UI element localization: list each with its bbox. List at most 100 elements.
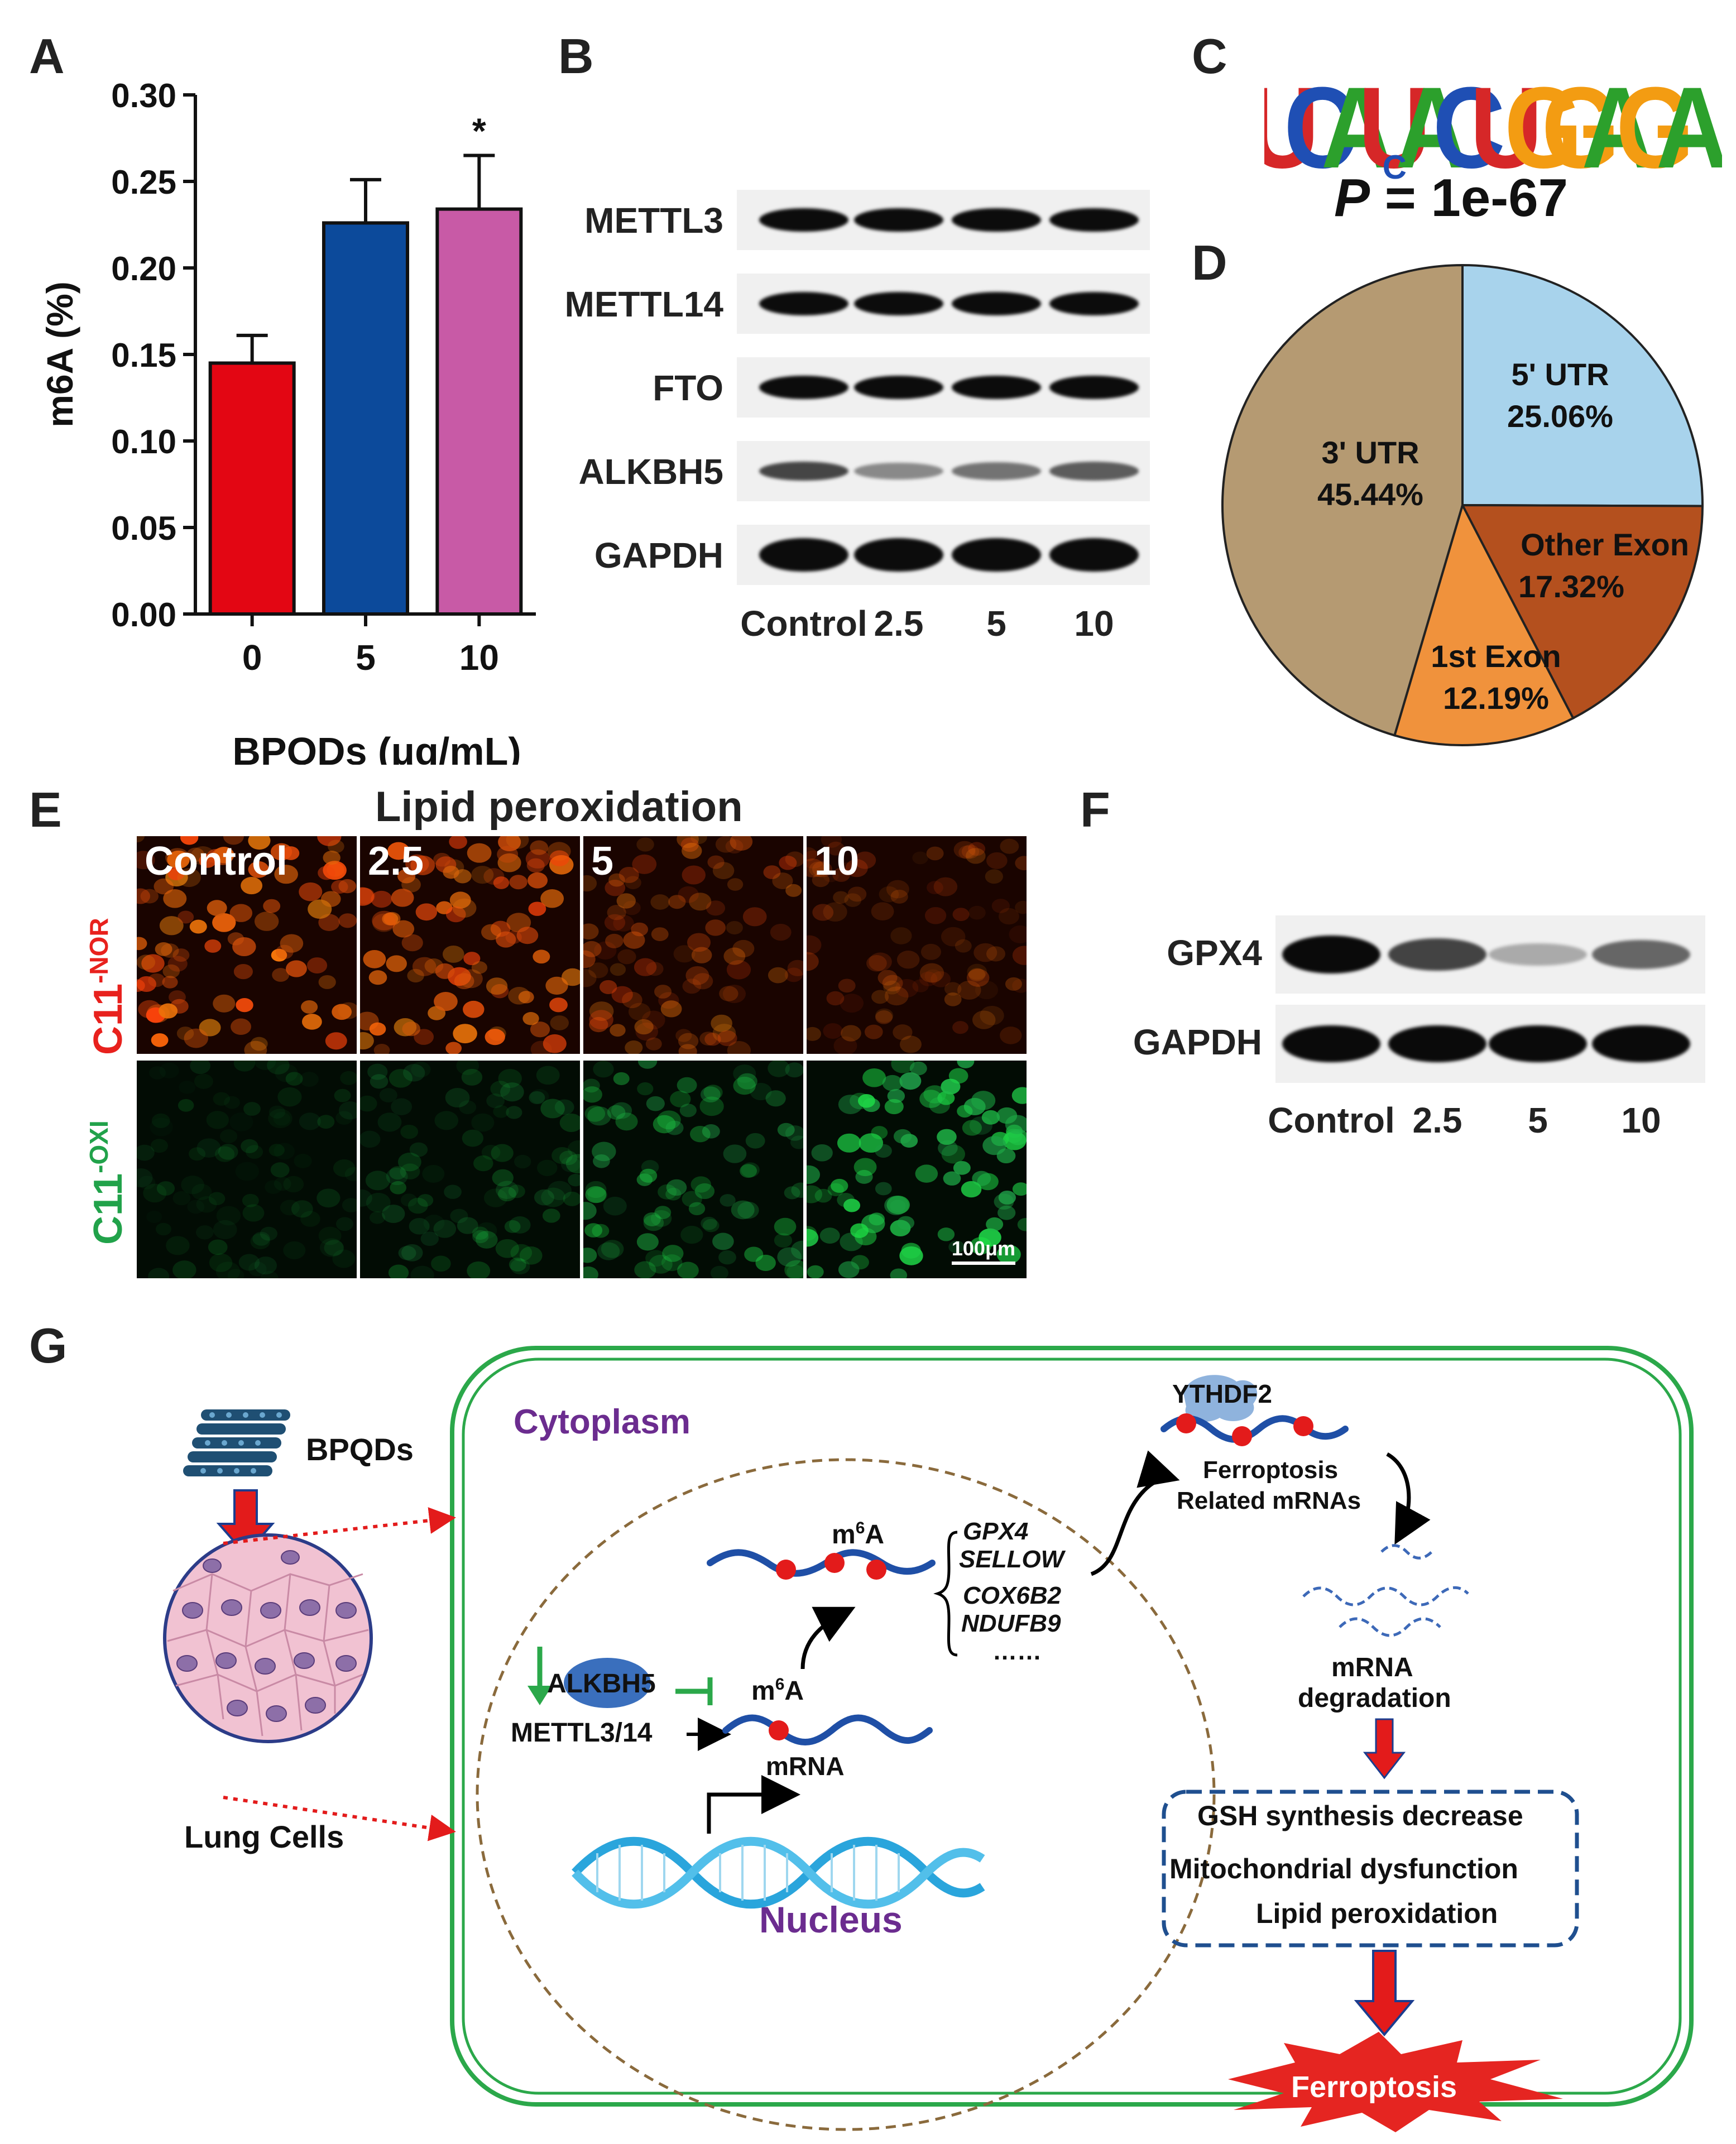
pie-slice — [1461, 263, 1704, 507]
cell — [717, 1030, 737, 1047]
pie-slice-label: 5' UTR — [1511, 357, 1609, 392]
cell — [722, 985, 746, 1004]
cell — [332, 1004, 352, 1020]
cell — [680, 1225, 703, 1244]
cell — [737, 1073, 757, 1090]
cell — [1012, 946, 1027, 965]
cell — [807, 1027, 821, 1041]
cell — [875, 1010, 893, 1024]
cell — [547, 842, 571, 861]
cell — [819, 1227, 840, 1244]
cell — [875, 1144, 892, 1158]
cell — [668, 895, 686, 909]
cell — [603, 1196, 627, 1216]
cell — [634, 958, 657, 976]
cell — [791, 1182, 803, 1198]
cell — [508, 1184, 525, 1198]
cell — [526, 858, 545, 873]
cell — [1000, 1027, 1022, 1044]
cell — [410, 1265, 434, 1278]
scale-bar-text: 100μm — [951, 1237, 1015, 1260]
cell — [618, 866, 639, 883]
cell — [254, 1061, 276, 1071]
blot-band — [952, 292, 1041, 315]
cell — [855, 1169, 873, 1184]
y-tick-label: 0.20 — [111, 250, 176, 287]
cell — [777, 1247, 802, 1267]
cell — [471, 866, 494, 884]
lane-label: Control — [145, 839, 287, 884]
mrna-degradation-line2: degradation — [1298, 1683, 1451, 1713]
cell — [919, 963, 944, 983]
cell — [137, 955, 156, 970]
cell — [847, 886, 867, 902]
cell — [387, 842, 410, 860]
lane-label: 5 — [986, 603, 1006, 644]
cell — [242, 1204, 265, 1222]
cell — [497, 853, 521, 872]
cell — [344, 1167, 357, 1182]
cell — [159, 1062, 179, 1079]
cell — [610, 963, 626, 976]
cell — [723, 947, 746, 965]
cell — [912, 851, 928, 865]
logo-letter: G — [1616, 84, 1694, 193]
cell — [360, 1189, 372, 1207]
cytoplasm-label: Cytoplasm — [514, 1403, 690, 1441]
gene-more: …… — [992, 1638, 1042, 1665]
cell — [151, 1033, 169, 1047]
cell — [450, 1208, 468, 1224]
cell — [601, 1240, 624, 1258]
cell — [229, 1112, 253, 1131]
cell — [379, 1088, 397, 1102]
cell — [231, 1018, 251, 1035]
cell — [937, 1091, 955, 1105]
cell — [811, 1144, 833, 1162]
protein-label: METTL3 — [584, 200, 723, 241]
y-tick-label: 0.30 — [111, 77, 176, 114]
cell — [643, 1212, 661, 1226]
lung-cells-label: Lung Cells — [184, 1819, 344, 1854]
cell — [216, 1206, 241, 1226]
cell — [737, 1201, 759, 1219]
c11-nor-label: C11-NOR — [84, 918, 131, 1055]
blot-band — [759, 292, 848, 315]
cell — [299, 1112, 321, 1130]
cell — [204, 939, 222, 953]
cell — [176, 1027, 194, 1040]
panel-letter-d: D — [1192, 235, 1227, 290]
cell — [807, 1226, 817, 1241]
cell — [690, 1125, 711, 1143]
cell — [744, 1246, 764, 1262]
gene-cox6b2: COX6B2 — [963, 1582, 1062, 1609]
cell — [884, 1099, 904, 1115]
cell — [726, 921, 743, 935]
x-tick-label: 0 — [242, 637, 262, 678]
cell — [927, 881, 943, 895]
cell — [837, 1133, 861, 1153]
cell — [327, 840, 344, 853]
cell — [699, 1032, 717, 1046]
lane-label: Control — [1268, 1100, 1395, 1140]
cell — [402, 1021, 420, 1037]
cell — [837, 1193, 855, 1207]
cell — [785, 1062, 803, 1078]
pie-slice — [1460, 503, 1704, 720]
protein-label: GAPDH — [594, 535, 723, 575]
cell — [666, 1179, 687, 1196]
logo-letter-small: C — [1383, 148, 1407, 186]
cell — [218, 1144, 238, 1160]
cell — [280, 1200, 300, 1216]
p-value-text: = 1e-67 — [1370, 168, 1568, 228]
blot-strip — [737, 274, 1150, 334]
cell — [1012, 1182, 1027, 1196]
cell — [254, 1256, 277, 1275]
cell — [998, 1205, 1016, 1220]
cell — [589, 1010, 613, 1030]
c11-nor-image: Control — [137, 836, 357, 1054]
cell — [540, 1099, 565, 1119]
blot-strip — [1275, 915, 1705, 994]
cell — [996, 1107, 1018, 1124]
cell — [1012, 979, 1027, 993]
cell — [890, 1268, 908, 1278]
